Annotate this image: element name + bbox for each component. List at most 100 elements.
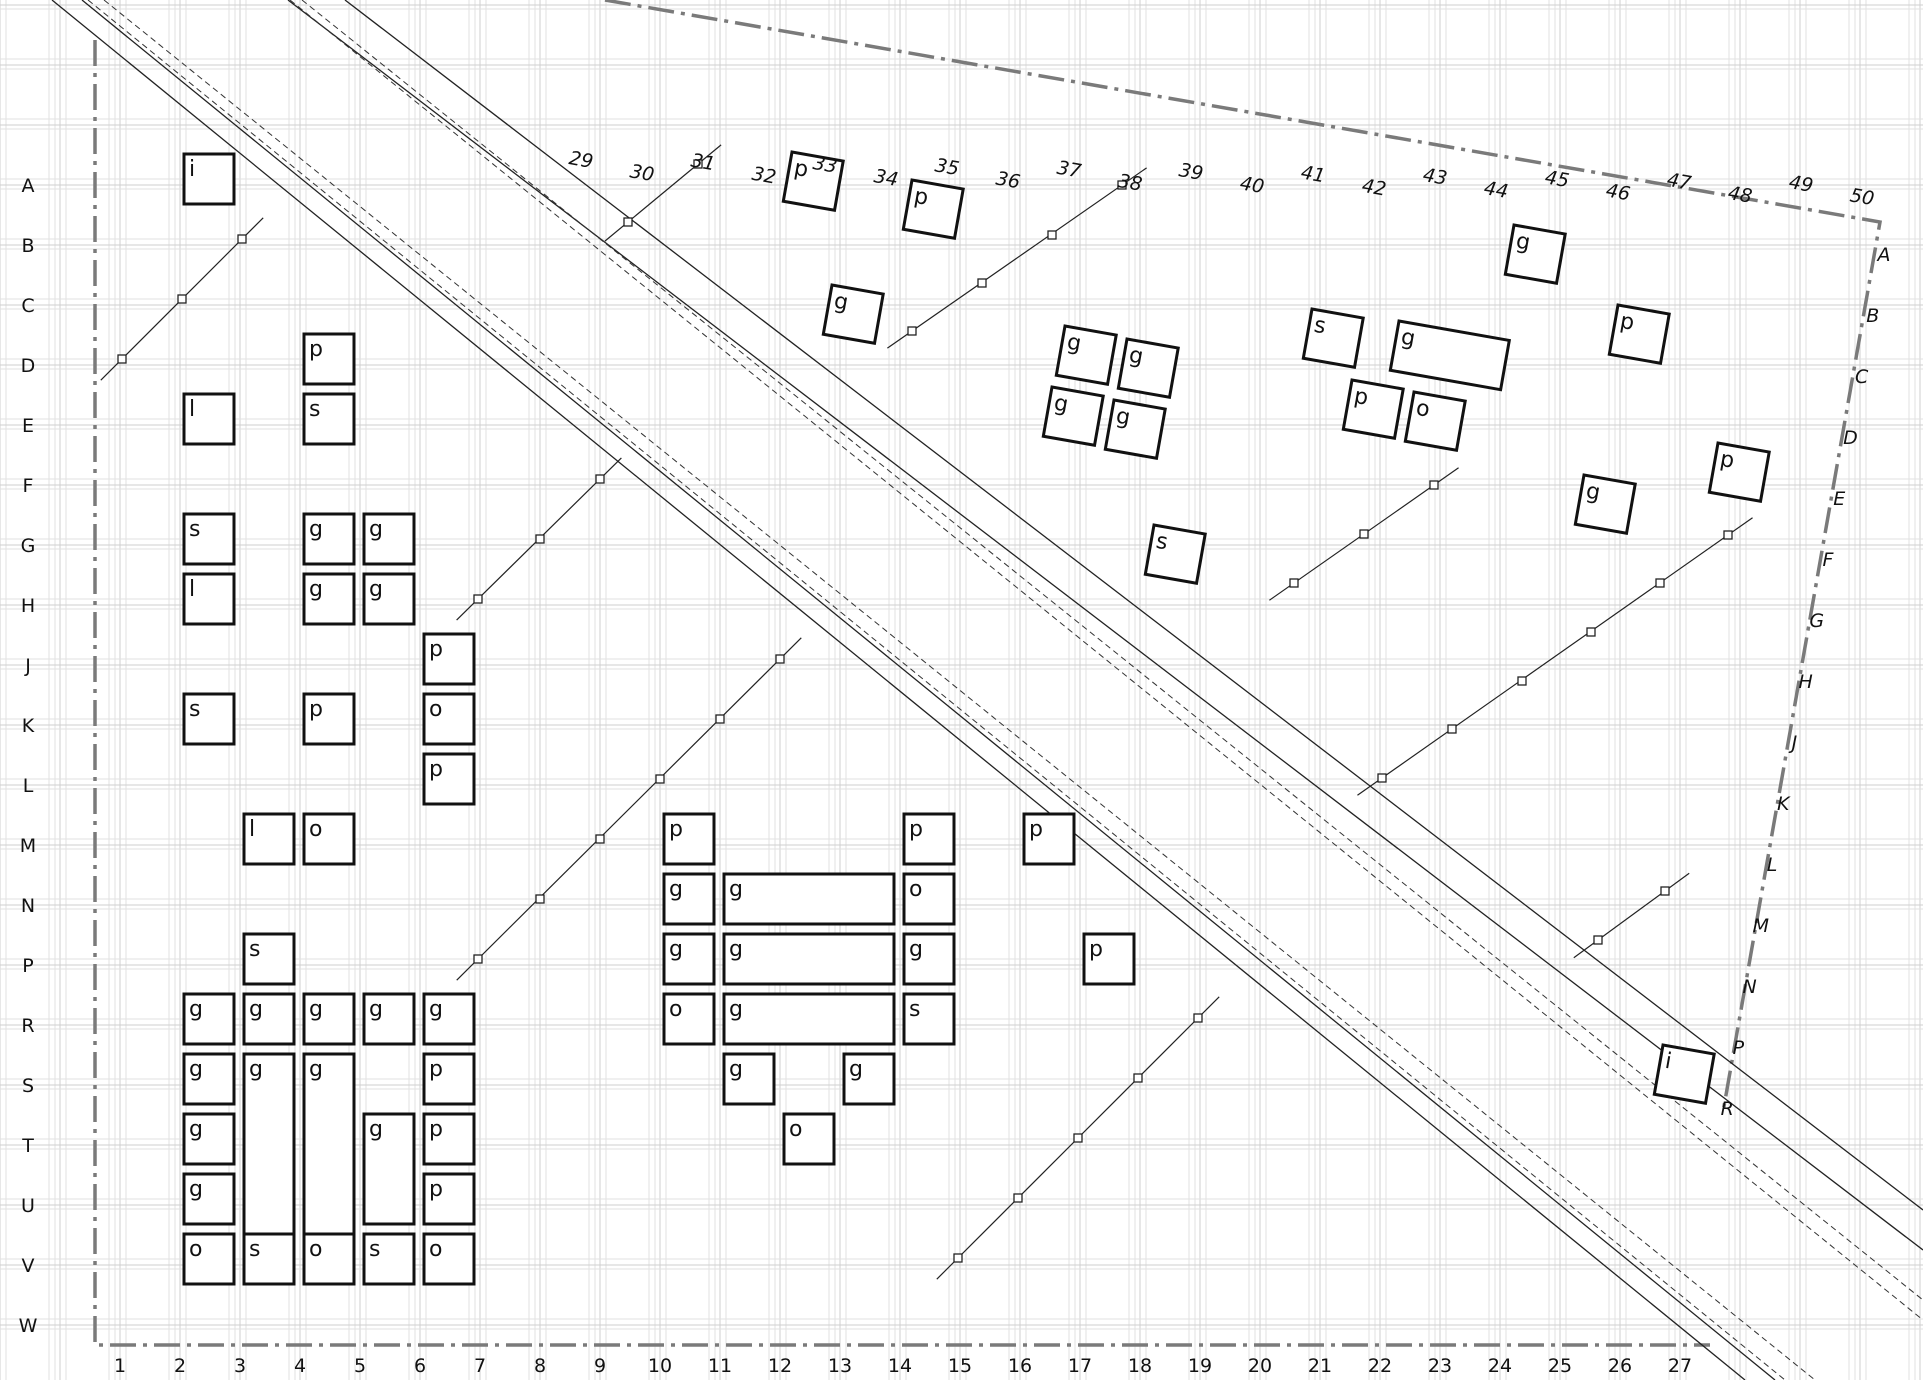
site-boundary	[93, 0, 1883, 1347]
plot-box: s	[242, 932, 296, 986]
plot-box-outline	[901, 178, 965, 241]
column-label: 17	[1068, 1355, 1092, 1377]
plot-box: g	[362, 512, 416, 566]
top-number-label: 30	[628, 160, 656, 186]
plot-box: i	[1652, 1043, 1716, 1106]
plot-box: l	[182, 572, 236, 626]
plot-box-label: g	[189, 997, 203, 1022]
column-label: 22	[1368, 1355, 1392, 1377]
plot-box: s	[302, 392, 356, 446]
plot-box: g	[302, 992, 356, 1046]
plot-box: o	[782, 1112, 836, 1166]
fence-post	[1013, 1193, 1023, 1203]
top-number-label: 29	[567, 147, 595, 173]
plot-box-label: o	[789, 1117, 802, 1142]
row-label: V	[22, 1255, 35, 1277]
top-number-label: 41	[1299, 162, 1327, 188]
column-label: 19	[1188, 1355, 1212, 1377]
plot-box-outline	[722, 992, 896, 1046]
top-number-label: 47	[1665, 169, 1693, 195]
right-letter-label: F	[1823, 549, 1835, 571]
plot-box-outline	[1041, 385, 1105, 448]
plot-box-outline	[302, 392, 356, 446]
top-number-label: 44	[1482, 177, 1510, 203]
plot-box: p	[422, 1052, 476, 1106]
plot-box: p	[1022, 812, 1076, 866]
plot-box-label: l	[189, 397, 195, 422]
plot-box-outline	[422, 1052, 476, 1106]
column-label: 9	[594, 1355, 606, 1377]
plot-box-outline	[182, 152, 236, 206]
column-label: 11	[708, 1355, 732, 1377]
plot-box-outline	[1388, 319, 1512, 392]
plot-box: p	[901, 178, 965, 241]
plot-box-outline	[422, 1172, 476, 1226]
plot-box-outline	[1652, 1043, 1716, 1106]
plot-box-outline	[1301, 307, 1365, 370]
top-number-label: 38	[1116, 170, 1144, 196]
fence-post	[1047, 230, 1057, 240]
column-label: 24	[1488, 1355, 1512, 1377]
boundary-left	[93, 40, 1710, 1347]
column-label: 13	[828, 1355, 852, 1377]
plot-box-outline	[182, 1052, 236, 1106]
plot-box-outline	[1116, 337, 1180, 400]
fence-line	[1573, 872, 1690, 959]
plot-box: s	[1301, 307, 1365, 370]
column-label: 5	[354, 1355, 366, 1377]
fence-post	[535, 894, 545, 904]
plot-box: p	[422, 752, 476, 806]
plot-box: l	[242, 812, 296, 866]
plot-box-label: s	[189, 697, 200, 722]
row-label: K	[22, 715, 35, 737]
column-label: 15	[948, 1355, 972, 1377]
plot-box: g	[1573, 473, 1637, 536]
plot-box-label: g	[1052, 391, 1070, 418]
plot-box-label: g	[729, 937, 743, 962]
right-letter-label: H	[1798, 671, 1812, 693]
plot-box-label: s	[369, 1237, 380, 1262]
plot-box: o	[302, 1232, 356, 1286]
plot-box-outline	[782, 1112, 836, 1166]
plot-box-label: g	[669, 877, 683, 902]
fence-line	[1357, 517, 1753, 796]
plot-box-outline	[362, 1232, 416, 1286]
right-letter-label: A	[1876, 244, 1891, 266]
fence-post	[1593, 935, 1603, 945]
right-letter-label: M	[1753, 915, 1769, 937]
plot-box-outline	[1022, 812, 1076, 866]
plot-box: g	[662, 932, 716, 986]
top-number-label: 48	[1726, 182, 1754, 208]
plot-box-label: g	[189, 1117, 203, 1142]
column-label: 6	[414, 1355, 426, 1377]
plot-box-outline	[662, 932, 716, 986]
plot-box-outline	[1341, 378, 1405, 441]
plot-box: g	[722, 1052, 776, 1106]
fence-post	[1429, 480, 1439, 490]
column-label: 14	[888, 1355, 912, 1377]
plot-box-label: g	[1399, 325, 1417, 352]
right-letter-label: E	[1833, 488, 1845, 510]
plot-box: g	[722, 992, 896, 1046]
plot-box-outline	[842, 1052, 896, 1106]
right-letter-label: D	[1843, 427, 1858, 449]
road-edge-line	[344, 0, 1923, 1211]
plot-box-outline	[1607, 303, 1671, 366]
top-number-label: 37	[1055, 157, 1083, 183]
plot-box-label: g	[249, 997, 263, 1022]
plot-box: p	[1082, 932, 1136, 986]
plot-box-label: p	[309, 337, 323, 362]
plot-box: g	[182, 1052, 236, 1106]
plot-box-outline	[1503, 223, 1567, 286]
plot-box-label: g	[429, 997, 443, 1022]
plot-box-label: g	[369, 517, 383, 542]
plot-box: p	[302, 692, 356, 746]
plot-box-outline	[422, 752, 476, 806]
top-number-label: 49	[1787, 171, 1815, 197]
plot-box-label: g	[849, 1057, 863, 1082]
plot-box-outline	[302, 992, 356, 1046]
plot-box: g	[302, 512, 356, 566]
plot-box-label: o	[309, 1237, 322, 1262]
row-label: W	[19, 1315, 38, 1337]
plot-box-outline	[1082, 932, 1136, 986]
